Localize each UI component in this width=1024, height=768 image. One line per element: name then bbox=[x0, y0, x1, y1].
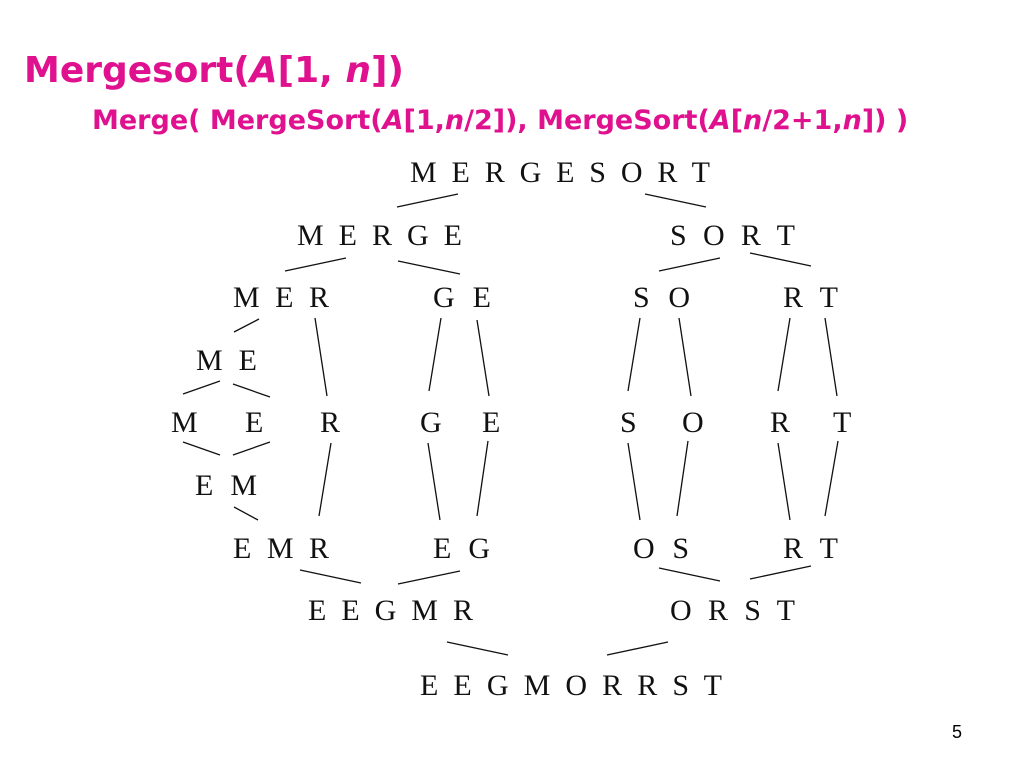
tree-edge bbox=[182, 380, 221, 395]
tree-edge bbox=[678, 317, 692, 397]
tree-edge bbox=[233, 506, 259, 521]
tree-node-l2-ge: G E bbox=[433, 281, 491, 314]
page-number: 5 bbox=[951, 722, 962, 742]
tree-edge bbox=[397, 570, 461, 585]
tree-node-l4-g: G bbox=[420, 406, 442, 439]
tree-edge bbox=[232, 383, 271, 398]
tree-edge bbox=[824, 440, 839, 517]
tree-node-l4-o: O bbox=[682, 406, 704, 439]
tree-edge bbox=[397, 260, 461, 275]
tree-node-l4-t: T bbox=[833, 406, 851, 439]
tree-node-l6-os: O S bbox=[633, 532, 689, 565]
tree-edge bbox=[749, 565, 812, 580]
tree-edge bbox=[233, 318, 260, 333]
tree-edge bbox=[749, 252, 812, 267]
tree-edge bbox=[232, 441, 271, 456]
tree-node-l7-left: E E G M R bbox=[308, 594, 473, 627]
slide-title: Mergesort(A[1, n]) bbox=[24, 50, 404, 91]
tree-node-l6-rt: R T bbox=[783, 532, 838, 565]
tree-edge bbox=[428, 317, 442, 392]
tree-edge bbox=[284, 257, 347, 272]
tree-node-l2-rt: R T bbox=[783, 281, 838, 314]
slide-subtitle: Merge( MergeSort(A[1,n/2]), MergeSort(A[… bbox=[92, 105, 909, 136]
tree-node-l6-emr: E M R bbox=[233, 532, 329, 565]
tree-edge bbox=[658, 567, 721, 582]
tree-edges bbox=[182, 193, 839, 656]
tree-edge bbox=[476, 440, 489, 517]
tree-node-l5-em: E M bbox=[195, 469, 257, 502]
tree-edge bbox=[627, 442, 641, 521]
tree-edge bbox=[318, 442, 332, 517]
tree-edge bbox=[606, 641, 669, 656]
tree-node-l4-m: M bbox=[171, 406, 198, 439]
tree-edge bbox=[299, 569, 362, 584]
tree-node-l7-right: O R S T bbox=[670, 594, 795, 627]
tree-edge bbox=[644, 193, 707, 208]
tree-node-l3-me: M E bbox=[196, 344, 257, 377]
tree-edge bbox=[427, 442, 441, 521]
tree-edge bbox=[476, 319, 490, 397]
tree-edge bbox=[446, 641, 509, 656]
tree-node-result: E E G M O R R S T bbox=[420, 669, 722, 702]
tree-node-l6-eg: E G bbox=[433, 532, 490, 565]
tree-edge bbox=[396, 193, 459, 208]
tree-edge bbox=[824, 317, 838, 397]
tree-edge bbox=[314, 317, 328, 397]
tree-node-l4-s: S bbox=[620, 406, 637, 439]
tree-edge bbox=[777, 442, 791, 521]
tree-node-l4-r2: R bbox=[770, 406, 790, 439]
tree-node-l4-r: R bbox=[320, 406, 340, 439]
tree-edge bbox=[658, 257, 721, 272]
tree-edge bbox=[182, 441, 221, 456]
tree-node-l4-e2: E bbox=[482, 406, 500, 439]
tree-node-l2-mer: M E R bbox=[233, 281, 329, 314]
tree-node-l1-right: S O R T bbox=[670, 219, 795, 252]
tree-node-l2-so: S O bbox=[633, 281, 690, 314]
tree-edge bbox=[777, 317, 791, 392]
tree-edge bbox=[676, 440, 689, 517]
tree-node-root: M E R G E S O R T bbox=[410, 156, 710, 189]
tree-node-l1-left: M E R G E bbox=[297, 219, 462, 252]
tree-node-l4-e: E bbox=[245, 406, 263, 439]
tree-edge bbox=[627, 317, 641, 392]
